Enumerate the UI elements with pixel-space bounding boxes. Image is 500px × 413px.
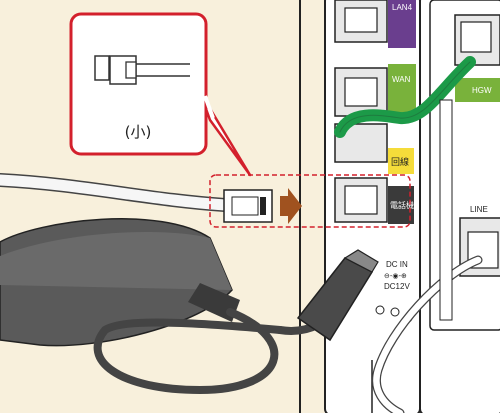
lan4-tab	[388, 0, 416, 48]
dc-rating-label: DC12V	[384, 282, 410, 291]
dc-plug	[296, 249, 379, 342]
denwaki-port[interactable]: 電話機	[334, 177, 414, 224]
line-port[interactable]: LINE	[459, 205, 500, 277]
lan4-port[interactable]: LAN4	[334, 0, 416, 48]
denwaki-label: 電話機	[390, 200, 414, 210]
hgw-port[interactable]: HGW	[454, 14, 500, 102]
lan4-label: LAN4	[392, 3, 413, 12]
dc-in-label: DC IN	[386, 260, 408, 269]
adapter-cord	[93, 308, 284, 395]
kaisen-label: 回線	[391, 156, 409, 168]
modular-plug	[223, 189, 273, 223]
wan-tab	[388, 64, 416, 114]
callout-label: (小)	[125, 123, 152, 141]
kaisen-tab	[388, 148, 414, 174]
small-plug-icon	[94, 55, 190, 85]
highlight-box	[209, 174, 411, 228]
device-rail	[439, 99, 453, 321]
hgw-label: HGW	[472, 86, 492, 95]
polarity-symbol: ⊖-◉-⊕	[384, 272, 407, 280]
green-lan-cable	[334, 56, 476, 138]
wan-label: WAN	[392, 75, 411, 84]
wan-port[interactable]: WAN	[334, 64, 416, 117]
line-label: LINE	[470, 205, 488, 214]
insert-arrow-icon	[280, 188, 302, 224]
callout-bubble: (小)	[69, 12, 252, 177]
hgw-tab	[455, 78, 500, 102]
